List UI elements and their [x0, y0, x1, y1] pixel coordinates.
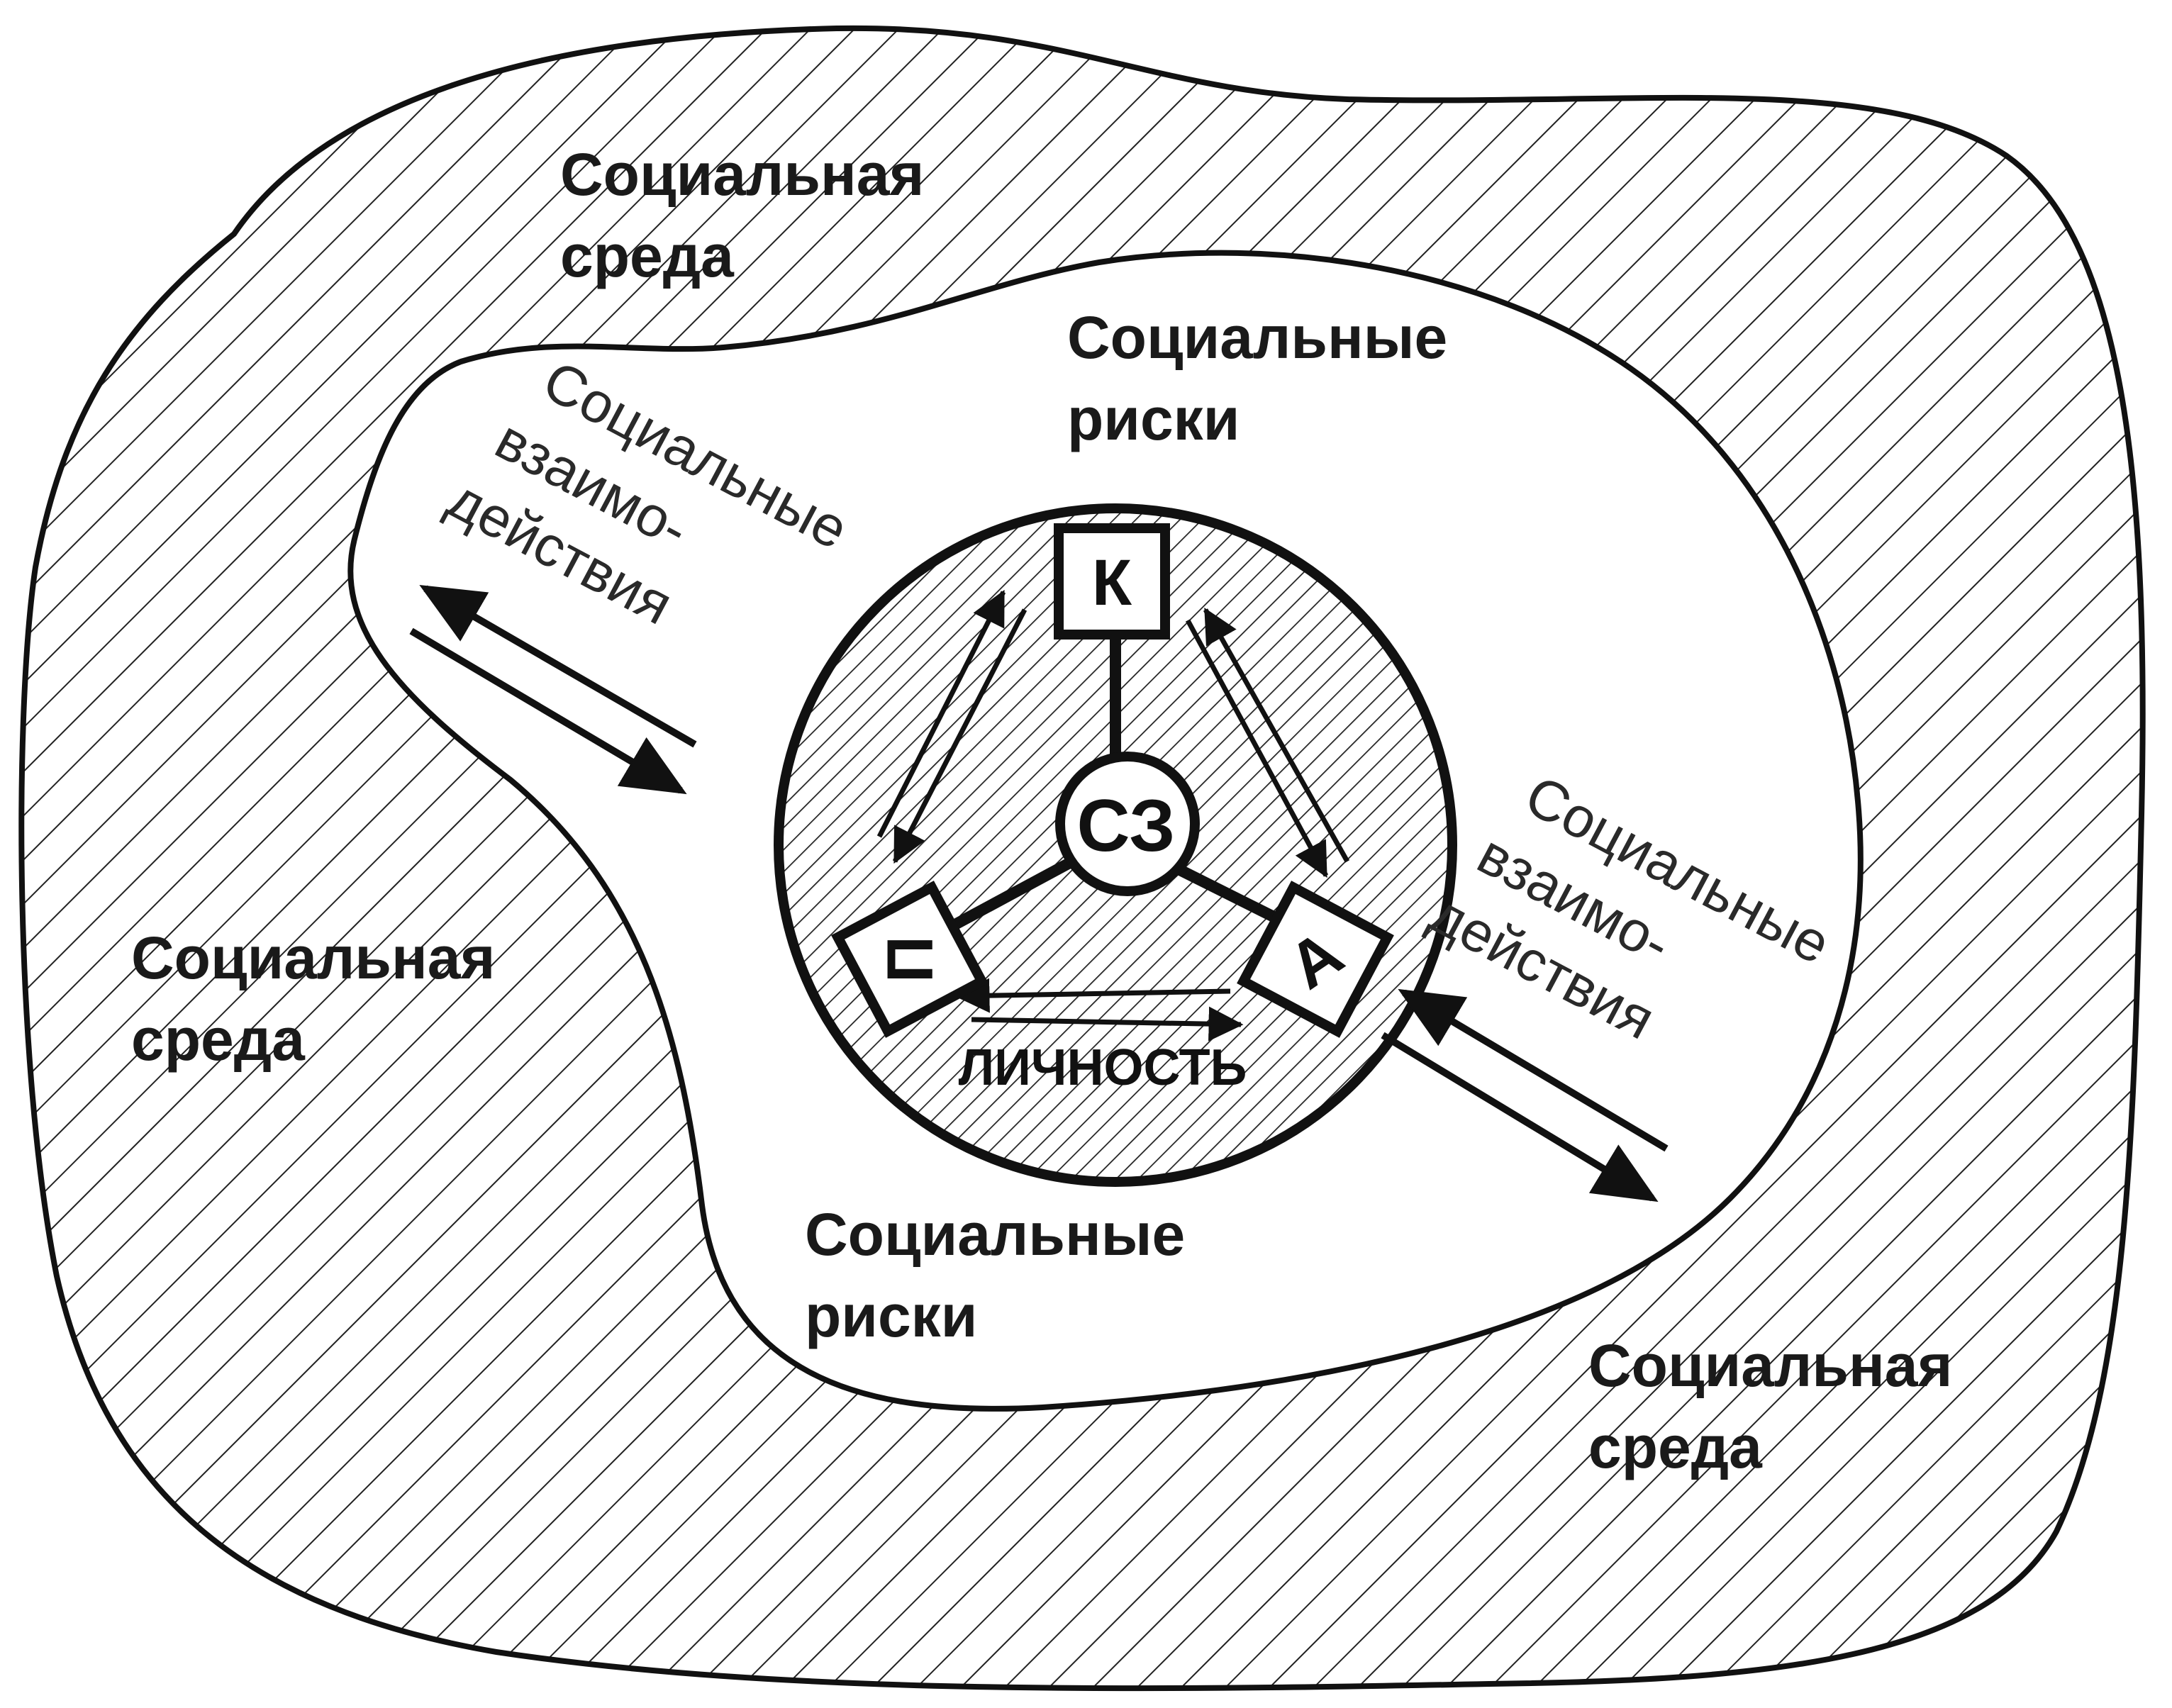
svg-text:Социальные: Социальные	[805, 1201, 1185, 1268]
svg-text:риски: риски	[805, 1283, 977, 1349]
svg-text:риски: риски	[1067, 386, 1240, 452]
node-arrows	[876, 589, 1350, 1042]
svg-text:среда: среда	[131, 1006, 306, 1073]
top-node-label: К	[1092, 547, 1132, 619]
interaction-arrows-right	[1381, 988, 1669, 1202]
right-node	[1237, 881, 1394, 1038]
svg-text:среда: среда	[560, 223, 735, 289]
svg-text:Социальная: Социальная	[560, 141, 924, 208]
env-label-top: Социальная среда	[560, 141, 924, 289]
risks-label-bottom: Социальные риски	[805, 1201, 1185, 1349]
svg-text:среда: среда	[1588, 1414, 1763, 1480]
env-label-left: Социальная среда	[131, 925, 495, 1073]
personality-label: ЛИЧНОСТЬ	[959, 1039, 1247, 1096]
svg-text:Социальные: Социальные	[1067, 304, 1447, 371]
left-node	[831, 881, 988, 1038]
center-node	[1055, 752, 1200, 896]
svg-text:Социальная: Социальная	[1588, 1332, 1952, 1399]
center-node-label: СЗ	[1077, 785, 1176, 867]
risks-label-top: Социальные риски	[1067, 304, 1447, 452]
svg-text:Социальная: Социальная	[131, 925, 495, 991]
interaction-arrows-left	[409, 584, 697, 795]
env-label-bottom: Социальная среда	[1588, 1332, 1952, 1480]
left-node-label: П	[874, 936, 947, 983]
top-node	[1054, 523, 1170, 640]
